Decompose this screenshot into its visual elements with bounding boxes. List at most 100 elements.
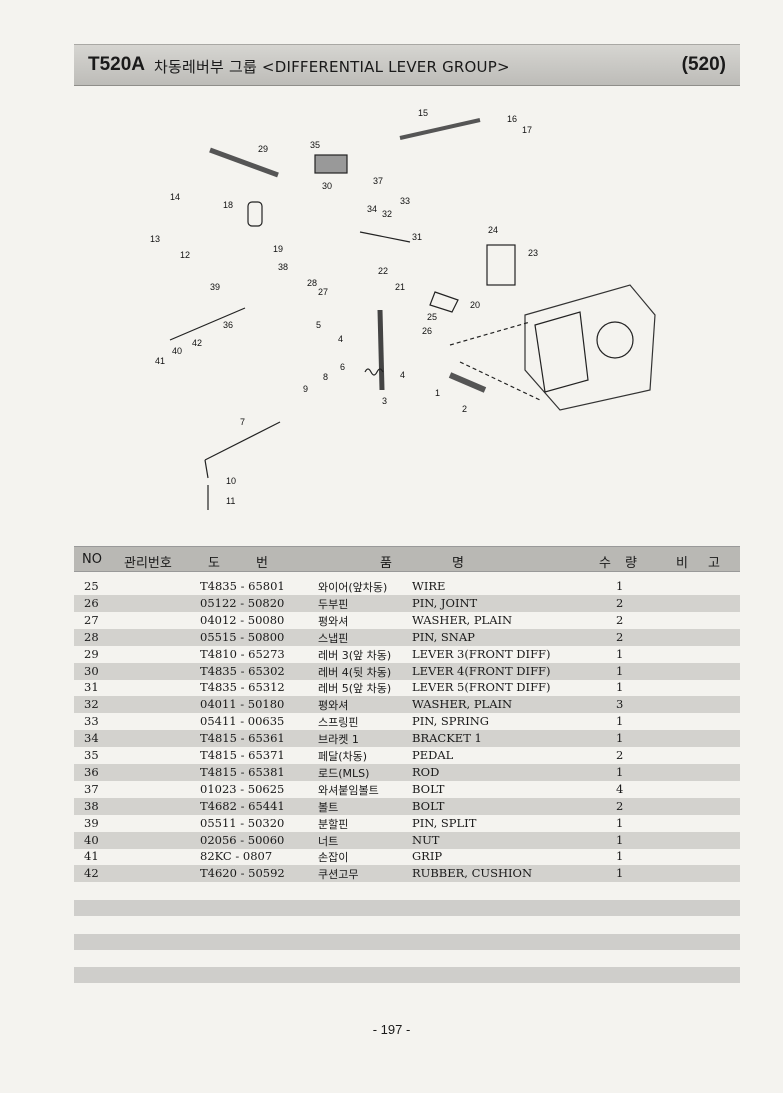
callout: 21 (395, 282, 405, 292)
english-name: WASHER, PLAIN (412, 697, 513, 712)
quantity: 1 (616, 646, 624, 661)
english-name: LEVER 5(FRONT DIFF) (412, 680, 551, 695)
korean-name: 두부핀 (318, 597, 349, 611)
korean-name: 쿠션고무 (318, 868, 359, 882)
row-no: 26 (84, 595, 99, 610)
part-number: T4810 - 65273 (200, 646, 285, 661)
part-number: 05511 - 50320 (200, 815, 285, 830)
quantity: 1 (616, 663, 624, 678)
row-no: 40 (84, 832, 99, 847)
part-number: T4815 - 65371 (200, 748, 285, 762)
callout: 17 (522, 125, 532, 135)
col-ryang: 량 (625, 556, 637, 571)
english-name: BRACKET 1 (412, 731, 482, 746)
callout: 36 (223, 320, 233, 330)
empty-row (74, 967, 740, 983)
callout: 13 (150, 234, 160, 244)
callout: 27 (318, 287, 328, 297)
part-number: 05515 - 50800 (200, 629, 285, 644)
empty-row (74, 900, 740, 916)
callout: 20 (470, 300, 480, 310)
callout: 37 (373, 176, 383, 186)
callout: 19 (273, 244, 283, 254)
callout: 7 (240, 417, 245, 427)
english-name: NUT (412, 832, 440, 847)
english-name: PIN, SPRING (412, 714, 489, 729)
english-name: BOLT (412, 781, 445, 796)
callout: 1 (435, 388, 440, 398)
callout: 12 (180, 250, 190, 260)
rod-7-shape (204, 421, 281, 461)
part-number: T4815 - 65381 (200, 764, 285, 779)
korean-name: 와이어(앞차동) (318, 581, 388, 594)
callout: 39 (210, 282, 220, 292)
callout: 11 (226, 496, 235, 506)
quantity: 4 (616, 781, 624, 796)
callout: 3 (382, 396, 387, 406)
part-number: 05411 - 00635 (200, 714, 285, 729)
part-number: 82KC - 0807 (200, 849, 273, 864)
quantity: 1 (616, 866, 624, 881)
callout: 35 (310, 140, 320, 150)
part-number: T4815 - 65361 (200, 731, 285, 746)
korean-name: 레버 4(뒷 차동) (318, 665, 392, 679)
korean-name: 평와셔 (318, 614, 349, 628)
callout: 14 (170, 192, 180, 202)
callout: 29 (258, 144, 268, 154)
row-no: 35 (84, 748, 99, 762)
diagram-callout-labels: 1 2 3 4 4 5 6 7 8 9 10 11 12 13 14 15 16… (150, 108, 538, 506)
quantity: 1 (616, 680, 624, 695)
quantity: 1 (616, 579, 624, 593)
page-number: - 197 - (372, 1022, 411, 1037)
row-no: 38 (84, 798, 99, 813)
korean-name: 레버 3(앞 차동) (318, 648, 392, 662)
callout: 32 (382, 209, 392, 219)
group-code: T520A (88, 54, 146, 75)
callout: 10 (226, 476, 236, 486)
row-no: 33 (84, 714, 99, 729)
part-number: 02056 - 50060 (200, 832, 285, 847)
english-name: GRIP (412, 849, 443, 864)
english-name: WASHER, PLAIN (412, 612, 513, 627)
row-no: 39 (84, 815, 99, 830)
callout: 6 (340, 362, 345, 372)
callout: 16 (507, 114, 517, 124)
col-go: 고 (708, 556, 720, 571)
row-no: 28 (84, 629, 99, 644)
english-name: BOLT (412, 798, 445, 813)
part-number: T4835 - 65302 (200, 663, 285, 678)
callout: 33 (400, 196, 410, 206)
quantity: 2 (616, 612, 624, 627)
callout: 24 (488, 225, 498, 235)
quantity: 2 (616, 748, 624, 762)
col-do: 도 (208, 556, 220, 571)
callout: 2 (462, 404, 467, 414)
english-name: PIN, SPLIT (412, 815, 477, 830)
korean-name: 와셔붙임볼트 (318, 783, 379, 797)
callout: 18 (223, 200, 233, 210)
row-no: 36 (84, 764, 99, 779)
korean-name: 손잡이 (318, 851, 349, 865)
quantity: 1 (616, 849, 624, 864)
col-beon: 번 (256, 556, 268, 571)
col-bi: 비 (676, 556, 688, 571)
exploded-parts-diagram: 1 2 3 4 4 5 6 7 8 9 10 11 12 13 14 15 16… (150, 108, 656, 510)
part-number: T4682 - 65441 (200, 798, 285, 813)
callout: 22 (378, 266, 388, 276)
callout: 23 (528, 248, 538, 258)
row-no: 29 (84, 646, 99, 661)
part-number: 04011 - 50180 (200, 697, 285, 712)
rod-36-shape (169, 307, 246, 341)
quantity: 2 (616, 595, 624, 610)
callout: 9 (303, 384, 308, 394)
col-no: NO (82, 552, 102, 567)
callout: 15 (418, 108, 428, 118)
